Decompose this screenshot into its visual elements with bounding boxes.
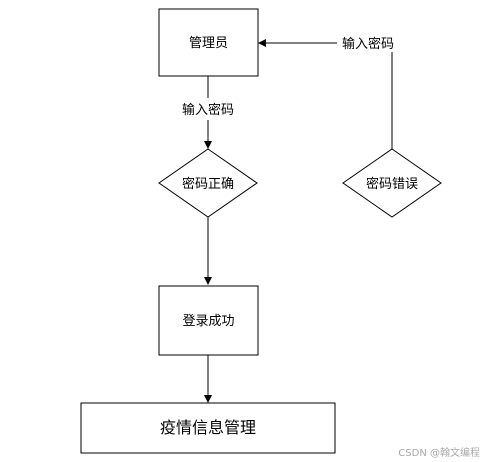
node-login-success: 登录成功 (158, 285, 259, 356)
login-success-label: 登录成功 (182, 314, 234, 329)
login-success-box (158, 285, 259, 356)
edge-wrong-to-admin-label-bg (337, 34, 399, 52)
csdn-watermark: CSDN @翰文编程 (398, 446, 480, 459)
epidemic-management-box (80, 402, 336, 454)
edge-admin-to-check-label: 输入密码 (182, 102, 234, 118)
admin-box (158, 8, 259, 77)
password-wrong-diamond (342, 148, 442, 218)
password-wrong-label: 密码错误 (366, 176, 418, 192)
node-password-wrong: 密码错误 (342, 148, 442, 218)
edge-wrong-to-admin-label: 输入密码 (342, 36, 394, 52)
node-admin: 管理员 (158, 8, 259, 77)
edge-wrong-to-admin: 输入密码 (258, 34, 399, 149)
admin-label: 管理员 (189, 36, 228, 51)
epidemic-management-label: 疫情信息管理 (160, 418, 256, 437)
node-epidemic-management: 疫情信息管理 (80, 402, 336, 454)
edge-admin-to-check-label-bg (174, 100, 242, 118)
node-password-correct: 密码正确 (158, 148, 258, 218)
password-correct-label: 密码正确 (182, 176, 234, 192)
edge-admin-to-check: 输入密码 (174, 76, 242, 149)
